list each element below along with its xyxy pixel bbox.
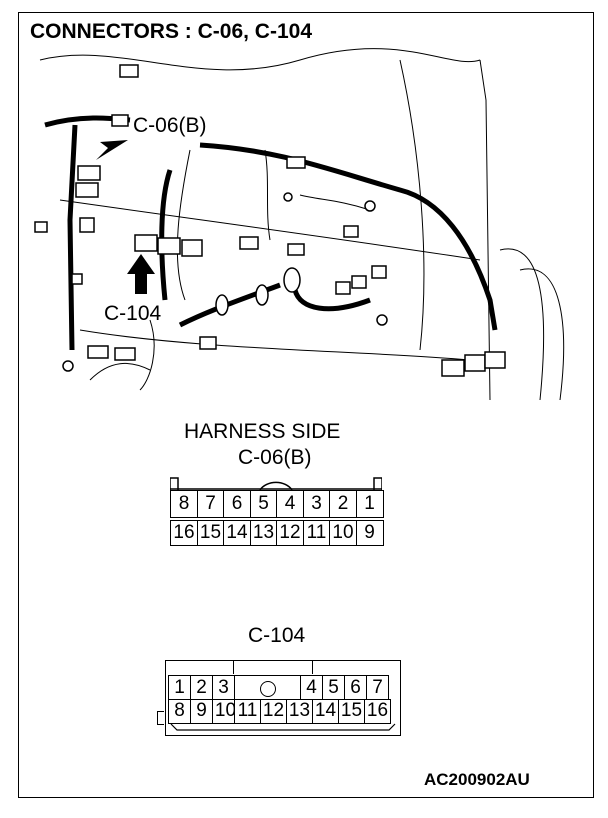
c06b-connector-name: C-06(B)	[238, 446, 312, 469]
c104-pin: 14	[312, 699, 339, 724]
c06b-pin: 6	[223, 490, 251, 518]
c104-pin: 5	[322, 675, 345, 701]
figure-code: AC200902AU	[424, 770, 530, 789]
c104-pin: 16	[364, 699, 391, 724]
key-circle-icon	[259, 681, 276, 697]
c06b-pin: 12	[276, 520, 304, 546]
c104-connector-name: C-104	[248, 624, 306, 647]
c06b-pin: 10	[329, 520, 357, 546]
frame	[18, 12, 594, 798]
callout-c06b: C-06(B)	[133, 114, 207, 137]
c06b-pin: 11	[302, 520, 331, 546]
c06b-pin: 16	[170, 520, 198, 546]
c104-pin: 4	[300, 675, 323, 701]
c06b-pin: 8	[170, 490, 198, 518]
c104-pin: 8	[168, 699, 191, 724]
c104-pin: 11	[234, 699, 261, 724]
c104-pin: 2	[190, 675, 213, 701]
c104-pin: 1	[168, 675, 191, 701]
c06b-pin: 5	[249, 490, 278, 518]
c06b-pin: 1	[355, 490, 384, 518]
c104-pin: 3	[212, 675, 235, 701]
c06b-pin: 15	[196, 520, 225, 546]
arrow-c06b	[96, 140, 128, 160]
c06b-pin: 7	[196, 490, 225, 518]
c06b-pin: 9	[355, 520, 384, 546]
c104-pin: 6	[344, 675, 367, 701]
page-title: CONNECTORS : C-06, C-104	[30, 20, 313, 43]
c06b-pin: 2	[329, 490, 357, 518]
c06b-pin: 4	[276, 490, 304, 518]
c104-pin: 9	[190, 699, 213, 724]
c104-pin: 7	[366, 675, 389, 701]
c06b-pin: 3	[302, 490, 331, 518]
c06b-pin: 14	[223, 520, 251, 546]
c104-pin: 12	[260, 699, 287, 724]
harness-side-heading: HARNESS SIDE	[184, 420, 341, 443]
callout-c104: C-104	[104, 302, 162, 325]
harness-illustration	[34, 48, 565, 401]
c104-key-cell	[234, 675, 301, 701]
c104-pin: 13	[286, 699, 313, 724]
c06b-pin: 13	[249, 520, 278, 546]
c104-pin: 15	[338, 699, 365, 724]
c104-connector	[157, 660, 401, 736]
